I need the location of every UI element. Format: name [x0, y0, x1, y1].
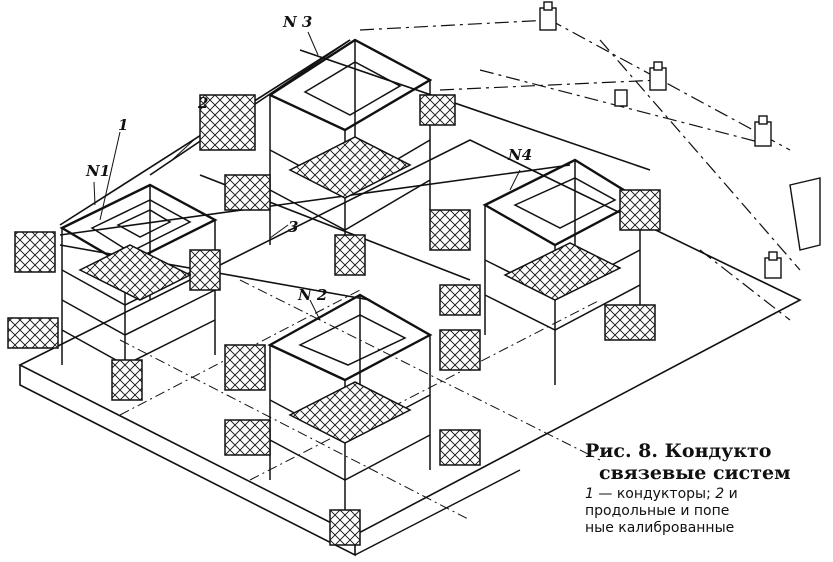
conductor-n3 [199, 38, 456, 276]
conductor-n1 [7, 183, 221, 401]
legend-line-3: ные калиброванные [585, 520, 735, 536]
legend-num-2: 2 [715, 486, 725, 502]
leader-lines [93, 31, 521, 321]
caption-legend: 1 — кондукторы; 2 и продольные и попе ны… [585, 486, 833, 537]
label-n3: N 3 [283, 13, 313, 31]
figure-caption: Рис. 8. Кондукто связевые систем 1 — кон… [585, 440, 833, 537]
label-n1: N1 [86, 162, 111, 180]
legend-text-1: — кондукторы; [593, 486, 716, 502]
legend-text-2: и [724, 486, 738, 502]
legend-line-2: продольные и попе [585, 503, 730, 519]
label-item-1: 1 [118, 116, 129, 134]
conductor-n4 [429, 158, 661, 385]
caption-title-line1: Рис. 8. Кондукто [585, 440, 772, 462]
legend-num-1: 1 [585, 486, 594, 502]
legend-line-1: 1 — кондукторы; 2 и [585, 486, 833, 503]
label-item-3: 3 [288, 218, 299, 236]
anchor-posts [539, 1, 821, 279]
caption-title-line2: связевые систем [599, 462, 791, 484]
label-n2: N 2 [298, 286, 328, 304]
label-item-2: 2 [198, 94, 209, 112]
conductor-n2 [224, 293, 481, 546]
label-n4: N4 [508, 146, 533, 164]
